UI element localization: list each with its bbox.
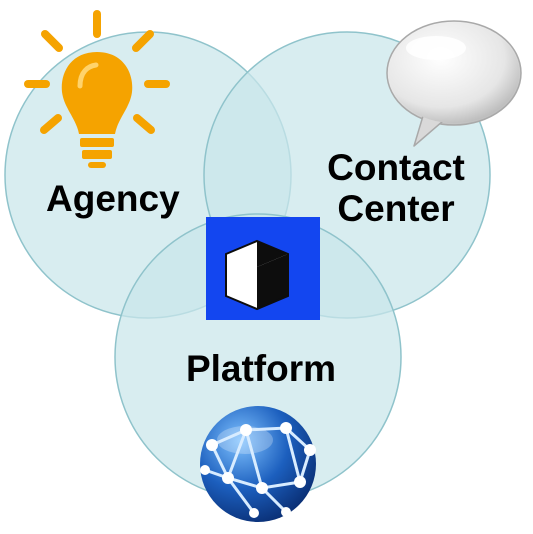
contact-center-label-line-2: Center [337, 188, 455, 230]
platform-label: Platform [185, 348, 337, 389]
speech-bubble-icon [386, 20, 522, 147]
cube-logo-icon [206, 217, 320, 320]
contact-center-label-line-1: Contact [327, 147, 465, 188]
agency-label: Agency [46, 178, 180, 219]
lightbulb-icon [24, 10, 170, 168]
contact-center-label: Contact Center [306, 147, 486, 230]
globe-network-icon [200, 406, 316, 522]
